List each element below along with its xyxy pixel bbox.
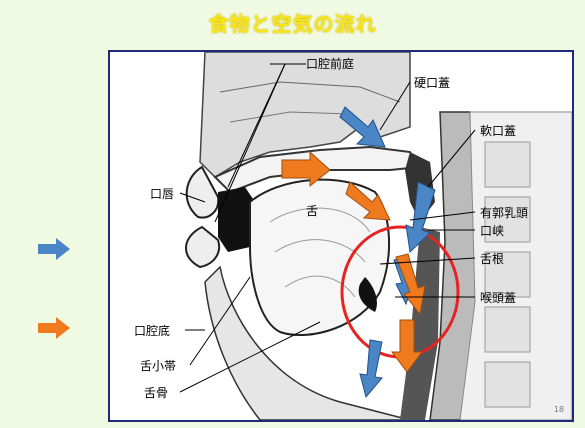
label-hyoid: 舌骨: [144, 384, 168, 401]
air-flow-legend-arrow-icon: [38, 238, 70, 260]
label-epiglottis: 喉頭蓋: [480, 289, 516, 306]
label-lip: 口唇: [150, 185, 174, 202]
label-soft-palate: 軟口蓋: [480, 122, 516, 139]
label-vallate-papilla: 有郭乳頭: [480, 204, 528, 221]
label-lingual-frenulum: 舌小帯: [140, 357, 176, 374]
label-tongue-root: 舌根: [480, 250, 504, 267]
label-oral-vestibule: 口腔前庭: [306, 55, 354, 72]
label-fauces: 口峡: [480, 222, 504, 239]
label-oral-floor: 口腔底: [134, 322, 170, 339]
food-flow-legend-arrow-icon: [38, 317, 70, 339]
label-hard-palate: 硬口蓋: [414, 74, 450, 91]
slide-title: 食物と空気の流れ: [0, 8, 585, 37]
page-number: 18: [554, 405, 564, 414]
anatomy-diagram-frame: 口腔前庭 硬口蓋 軟口蓋 口唇 舌 有郭乳頭 口峡 舌根 喉頭蓋 口腔底 舌小帯…: [108, 50, 574, 422]
label-tongue: 舌: [306, 202, 318, 219]
